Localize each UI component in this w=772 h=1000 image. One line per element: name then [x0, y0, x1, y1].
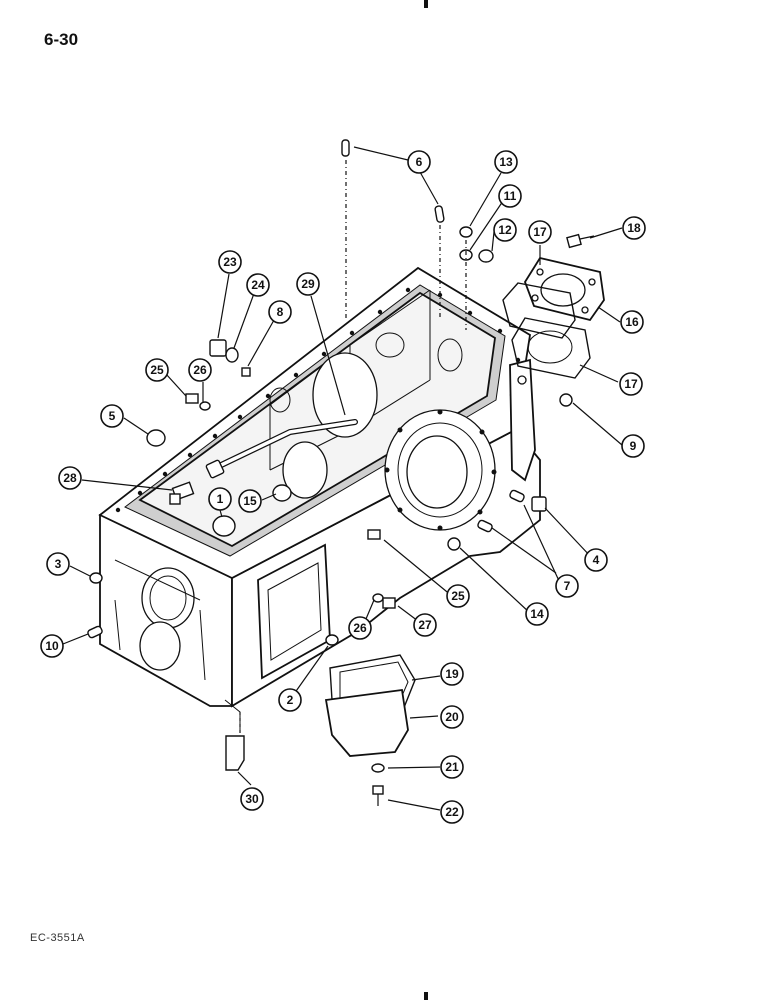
- callout-label: 25: [451, 589, 465, 603]
- callout-15: 15: [238, 489, 262, 513]
- callout-label: 13: [499, 155, 513, 169]
- callout-label: 6: [416, 155, 423, 169]
- callout-18: 18: [622, 216, 646, 240]
- callout-label: 8: [277, 305, 284, 319]
- page-number: 6-30: [44, 30, 79, 49]
- callout-label: 29: [301, 277, 315, 291]
- callout-1: 1: [208, 487, 232, 511]
- callout-label: 17: [624, 377, 638, 391]
- callout-27: 27: [413, 613, 437, 637]
- callout-label: 27: [418, 618, 432, 632]
- callout-12: 12: [493, 218, 517, 242]
- callout-2: 2: [278, 688, 302, 712]
- callout-6: 6: [407, 150, 431, 174]
- callout-28: 28: [58, 466, 82, 490]
- callout-10: 10: [40, 634, 64, 658]
- callout-label: 1: [217, 492, 224, 506]
- callout-9: 9: [621, 434, 645, 458]
- callout-17-lower: 17: [619, 372, 643, 396]
- callout-3: 3: [46, 552, 70, 576]
- callout-label: 18: [627, 221, 641, 235]
- callout-4: 4: [584, 548, 608, 572]
- callout-label: 19: [445, 667, 459, 681]
- figure-code: EC-3551A: [30, 932, 85, 944]
- cover-plate-16: [524, 256, 605, 322]
- callout-label: 12: [498, 223, 512, 237]
- callout-13: 13: [494, 150, 518, 174]
- callout-20: 20: [440, 705, 464, 729]
- callout-25-lower: 25: [446, 584, 470, 608]
- callout-label: 20: [445, 710, 459, 724]
- callout-label: 23: [223, 255, 237, 269]
- gasket-17-upper: [502, 282, 576, 339]
- callout-22: 22: [440, 800, 464, 824]
- callout-label: 15: [243, 494, 257, 508]
- callout-26-upper: 26: [188, 358, 212, 382]
- callout-label: 21: [445, 760, 459, 774]
- callout-label: 7: [564, 579, 571, 593]
- callout-8: 8: [268, 300, 292, 324]
- callout-5: 5: [100, 404, 124, 428]
- callout-17-upper: 17: [528, 220, 552, 244]
- callout-label: 5: [109, 409, 116, 423]
- bottom-cover-20: [324, 688, 409, 757]
- callout-7: 7: [555, 574, 579, 598]
- callout-30: 30: [240, 787, 264, 811]
- callout-label: 9: [630, 439, 637, 453]
- callout-label: 22: [445, 805, 459, 819]
- callout-label: 2: [287, 693, 294, 707]
- callout-29: 29: [296, 272, 320, 296]
- callout-label: 14: [530, 607, 544, 621]
- callout-label: 28: [63, 471, 77, 485]
- callout-label: 25: [150, 363, 164, 377]
- callout-label: 10: [45, 639, 59, 653]
- callout-label: 17: [533, 225, 547, 239]
- callout-label: 24: [251, 278, 265, 292]
- callout-label: 26: [193, 363, 207, 377]
- gasket-17-lower: [511, 317, 591, 379]
- callout-23: 23: [218, 250, 242, 274]
- callout-26-lower: 26: [348, 616, 372, 640]
- callout-label: 3: [55, 557, 62, 571]
- callout-label: 30: [245, 792, 259, 806]
- callout-label: 11: [504, 189, 517, 203]
- callout-14: 14: [525, 602, 549, 626]
- callout-16: 16: [620, 310, 644, 334]
- callout-11: 11: [498, 184, 522, 208]
- callout-25-upper: 25: [145, 358, 169, 382]
- callout-21: 21: [440, 755, 464, 779]
- callout-label: 16: [625, 315, 639, 329]
- transmission-housing: [98, 266, 541, 730]
- callout-19: 19: [440, 662, 464, 686]
- callout-label: 26: [353, 621, 367, 635]
- callout-24: 24: [246, 273, 270, 297]
- callout-label: 4: [593, 553, 600, 567]
